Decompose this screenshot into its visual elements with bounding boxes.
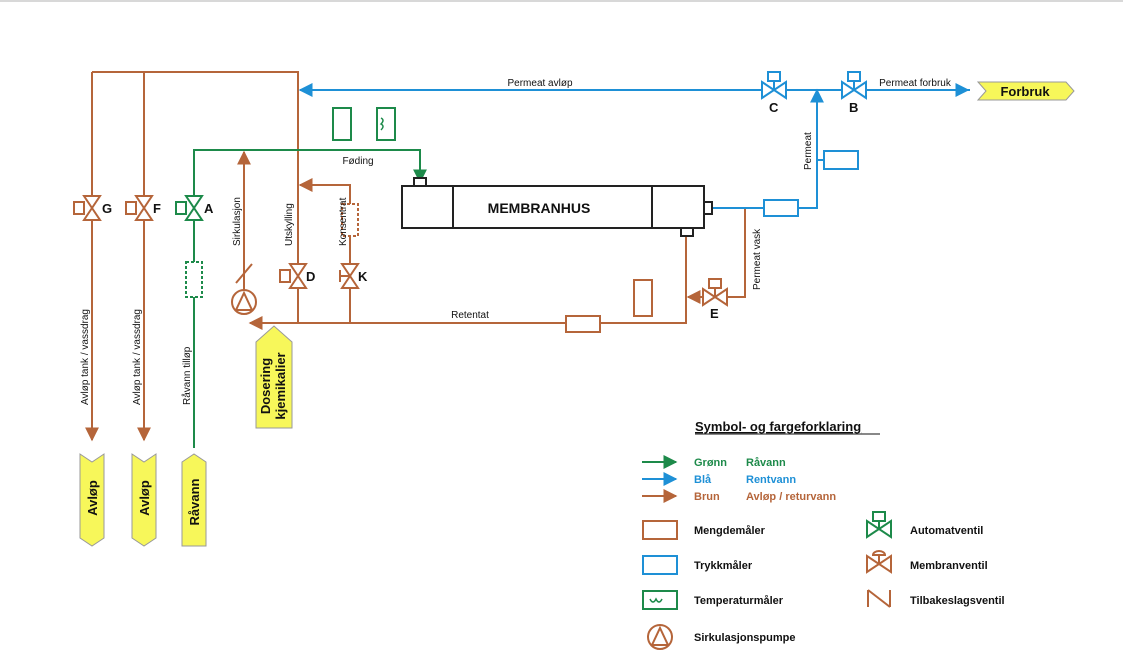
label-permeat-avlop: Permeat avløp xyxy=(507,78,572,89)
valve-e[interactable] xyxy=(702,278,728,307)
terminal-dosering-label-2: kjemikalier xyxy=(273,352,288,419)
valve-f[interactable] xyxy=(125,195,154,221)
valve-f-label: F xyxy=(153,201,161,216)
label-permeat-forbruk: Permeat forbruk xyxy=(879,78,952,89)
legend-color-0-name: Grønn xyxy=(694,457,727,469)
terminal-dosering-label-1: Dosering xyxy=(258,358,273,414)
terminal-avlop-1: Avløp xyxy=(79,453,105,547)
valve-g[interactable] xyxy=(73,195,102,221)
label-konsentrat: Konsentrat xyxy=(338,197,349,246)
legend-pump-icon xyxy=(647,624,673,650)
legend: Symbol- og fargeforklaring Grønn Råvann … xyxy=(642,419,1005,650)
membranhus-label: MEMBRANHUS xyxy=(488,200,591,216)
legend-temperature-gauge-icon xyxy=(642,590,678,610)
check-valve xyxy=(235,258,253,290)
valve-k-label: K xyxy=(358,269,368,284)
valve-k[interactable] xyxy=(339,263,360,289)
label-sirkulasjon: Sirkulasjon xyxy=(232,197,243,246)
terminal-avlop-2: Avløp xyxy=(131,453,157,547)
legend-trykkmaler: Trykkmåler xyxy=(694,560,753,572)
label-permeat: Permeat xyxy=(803,132,814,170)
terminal-avlop-2-label: Avløp xyxy=(137,480,152,516)
legend-color-2-name: Brun xyxy=(694,491,720,503)
label-ravann-tillop: Råvann tilløp xyxy=(181,346,193,405)
terminal-dosering: Dosering kjemikalier xyxy=(255,325,293,429)
label-utskylling: Utskylling xyxy=(284,203,295,246)
legend-pressure-gauge-icon xyxy=(642,555,678,575)
valve-c[interactable] xyxy=(761,71,787,100)
label-avlop-tank-1: Avløp tank / vassdrag xyxy=(80,309,91,405)
terminal-forbruk-label: Forbruk xyxy=(1000,84,1050,99)
valve-b-label: B xyxy=(849,100,858,115)
valve-c-label: C xyxy=(769,100,779,115)
legend-title: Symbol- og fargeforklaring xyxy=(695,419,861,434)
feed-temperature-gauge xyxy=(376,107,396,141)
retentat-pressure-gauge xyxy=(633,279,653,317)
valve-a-label: A xyxy=(204,201,214,216)
terminal-avlop-1-label: Avløp xyxy=(85,480,100,516)
legend-color-1-name: Blå xyxy=(694,474,712,486)
circulation-pump xyxy=(231,289,257,315)
legend-color-2-meaning: Avløp / returvann xyxy=(746,491,836,503)
label-avlop-tank-2: Avløp tank / vassdrag xyxy=(132,309,143,405)
raw-water-flow-meter xyxy=(185,261,203,298)
valve-e-label: E xyxy=(710,306,719,321)
legend-sirkulasjonspumpe: Sirkulasjonspumpe xyxy=(694,632,795,644)
label-permeat-vask: Permeat vask xyxy=(752,228,763,290)
terminal-ravann: Råvann xyxy=(181,453,207,547)
concentrate-flow-meter xyxy=(341,203,359,237)
legend-automatventil: Automatventil xyxy=(910,525,983,537)
legend-membrane-valve-icon xyxy=(866,550,892,574)
green-pipes xyxy=(193,149,427,448)
legend-temperaturmaler: Temperaturmåler xyxy=(694,595,784,607)
terminal-ravann-label: Råvann xyxy=(187,478,202,525)
legend-automatic-valve-icon xyxy=(866,511,892,539)
valve-a[interactable] xyxy=(175,195,204,221)
legend-membranventil: Membranventil xyxy=(910,560,988,572)
membrane-housing xyxy=(401,177,713,237)
valve-d-label: D xyxy=(306,269,315,284)
valve-b[interactable] xyxy=(841,71,867,100)
terminal-forbruk: Forbruk xyxy=(976,81,1075,101)
label-foding: Føding xyxy=(342,156,373,167)
legend-mengdemaler: Mengdemåler xyxy=(694,525,766,537)
permeat-pressure-gauge xyxy=(823,150,859,170)
legend-flow-meter-icon xyxy=(642,520,678,540)
feed-pressure-gauge xyxy=(332,107,352,141)
legend-color-0-meaning: Råvann xyxy=(746,457,786,469)
label-retentat: Retentat xyxy=(451,310,489,321)
valve-g-label: G xyxy=(102,201,112,216)
legend-tilbakeslagsventil: Tilbakeslagsventil xyxy=(910,595,1005,607)
permeat-flow-meter xyxy=(763,199,799,217)
retentat-flow-meter xyxy=(565,315,601,333)
legend-color-1-meaning: Rentvann xyxy=(746,474,796,486)
legend-check-valve-icon xyxy=(867,589,891,608)
valve-d[interactable] xyxy=(279,263,308,289)
